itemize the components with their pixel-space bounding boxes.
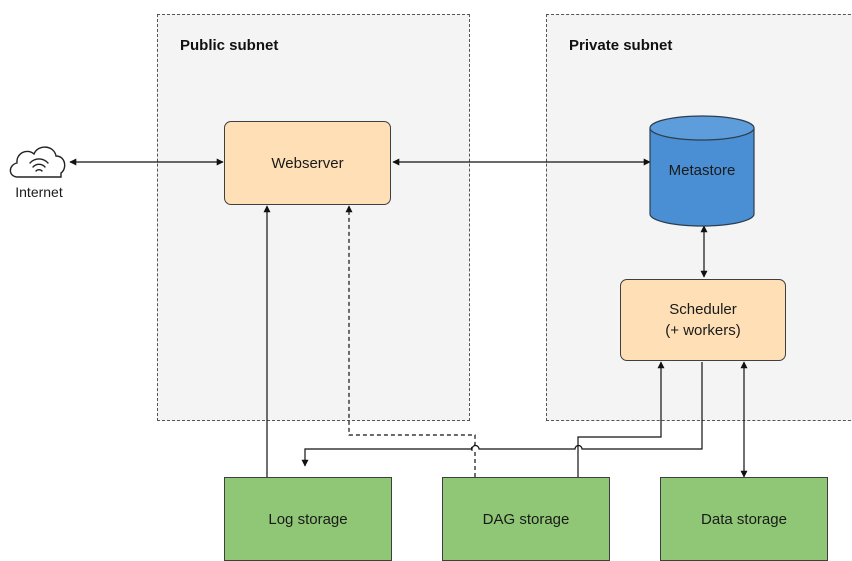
data-storage-box[interactable]: Data storage bbox=[660, 477, 828, 561]
public-subnet-title: Public subnet bbox=[180, 37, 279, 54]
webserver-label: Webserver bbox=[271, 154, 344, 172]
metastore-cylinder bbox=[649, 115, 755, 227]
scheduler-box[interactable]: Scheduler (+ workers) bbox=[620, 279, 786, 361]
dag-storage-webserver-connector bbox=[345, 205, 476, 477]
internet-label: Internet bbox=[15, 184, 63, 200]
wifi-cloud-icon bbox=[9, 146, 66, 178]
scheduler-sublabel: (+ workers) bbox=[665, 322, 741, 339]
dag-storage-label: DAG storage bbox=[482, 510, 570, 528]
dag-storage-scheduler-connector bbox=[577, 361, 665, 477]
dag-storage-box[interactable]: DAG storage bbox=[442, 477, 610, 561]
data-storage-label: Data storage bbox=[701, 510, 787, 528]
webserver-box[interactable]: Webserver bbox=[224, 121, 391, 205]
metastore-box[interactable]: Metastore bbox=[650, 145, 754, 195]
private-subnet-title: Private subnet bbox=[569, 37, 673, 54]
log-storage-label: Log storage bbox=[268, 510, 348, 528]
scheduler-label: Scheduler bbox=[669, 301, 737, 318]
metastore-label: Metastore bbox=[668, 161, 736, 179]
log-storage-box[interactable]: Log storage bbox=[224, 477, 392, 561]
scheduler-log-storage-connector bbox=[301, 362, 703, 467]
public-subnet: Public subnet bbox=[157, 14, 470, 421]
